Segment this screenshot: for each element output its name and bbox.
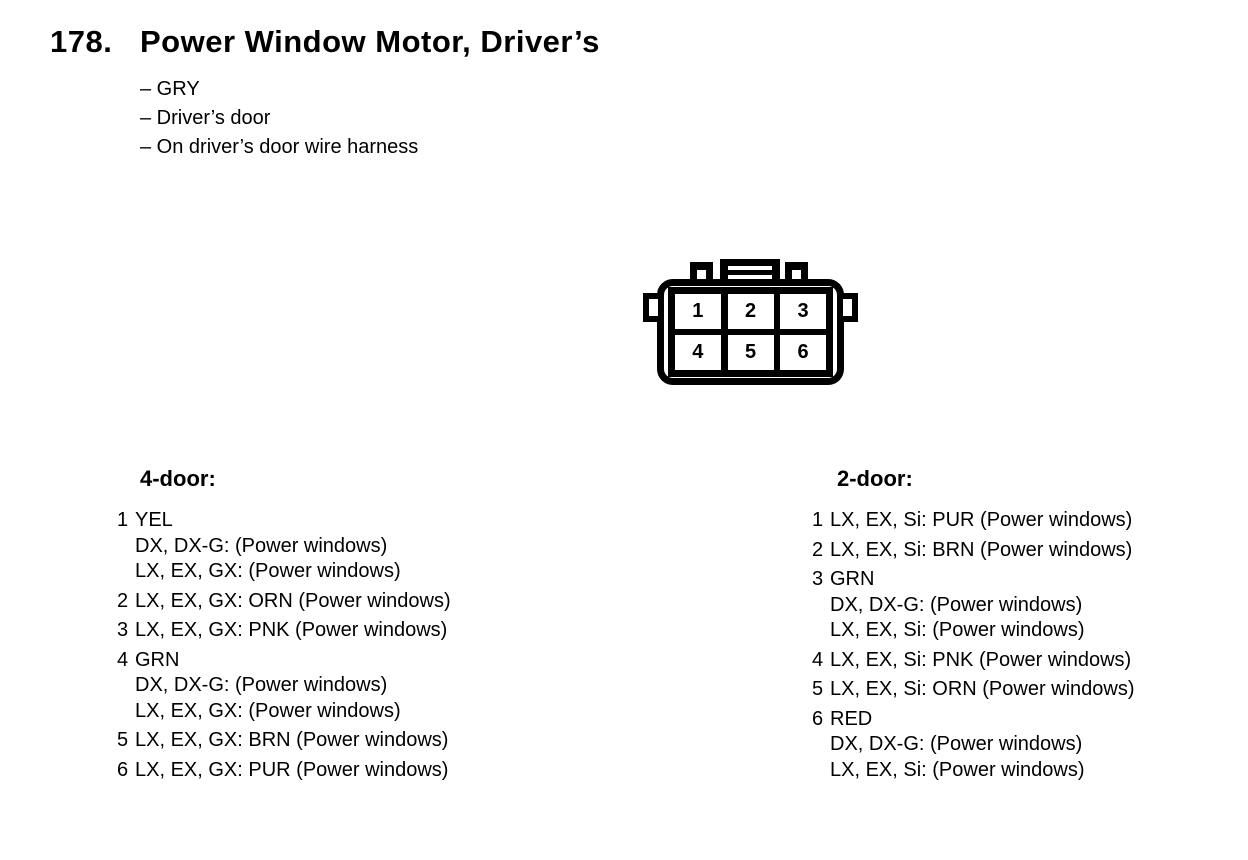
connector-wing-left — [643, 293, 658, 322]
pin-entry-line: LX, EX, Si: BRN (Power windows) — [830, 538, 1133, 561]
pin-entry-line: LX, EX, GX: BRN (Power windows) — [135, 729, 449, 751]
pin-entry-lines: LX, EX, GX: PUR (Power windows) — [135, 758, 448, 784]
pinout-list-4door: 1 YEL DX, DX-G: (Power windows) LX, EX, GX:… — [117, 508, 451, 783]
pin-entry: 2 LX, EX, Si: BRN (Power windows) — [812, 538, 1135, 564]
pin-entry: 6 RED DX, DX-G: (Power windows) LX, EX, Si:… — [812, 707, 1135, 784]
pin-cell-5: 5 — [727, 335, 774, 370]
pin-cell-2: 2 — [727, 294, 774, 329]
pin-number: 2 — [744, 300, 757, 322]
pin-entry-number: 5 — [117, 729, 129, 751]
pin-entry-number: 3 — [812, 568, 824, 590]
pin-entry-lines: LX, EX, Si: PUR (Power windows) — [830, 508, 1132, 534]
pin-entry-line: DX, DX-G: (Power windows) — [135, 534, 388, 557]
pin-entry-number: 6 — [117, 758, 129, 781]
connector-lug-left — [690, 262, 713, 281]
lug-notch — [697, 270, 706, 281]
pin-number: 1 — [692, 300, 704, 322]
pin-entry-line: LX, EX, Si: PUR (Power windows) — [830, 509, 1133, 531]
pin-entry-lines: GRN DX, DX-G: (Power windows) LX, EX, GX: … — [135, 648, 401, 725]
pin-number: 5 — [744, 341, 757, 363]
lug-notch — [792, 270, 801, 281]
pin-number: 4 — [692, 341, 704, 363]
pin-entry: 3 LX, EX, GX: PNK (Power windows) — [117, 618, 451, 644]
pin-cell-3: 3 — [780, 294, 826, 329]
connector-note-line: – GRY — [140, 78, 200, 100]
pin-number: 6 — [797, 341, 809, 363]
column-heading-4door: 4-door: — [140, 466, 216, 491]
pin-entry-lines: LX, EX, Si: ORN (Power windows) — [830, 677, 1135, 703]
connector-lug-right — [785, 262, 808, 281]
pin-entry-line: DX, DX-G: (Power windows) — [830, 593, 1083, 616]
connector-note-line: – Driver’s door — [140, 107, 271, 129]
pin-entry-line: GRN — [135, 648, 180, 671]
pin-entry: 5 LX, EX, GX: BRN (Power windows) — [117, 728, 451, 754]
pin-entry: 2 LX, EX, GX: ORN (Power windows) — [117, 589, 451, 615]
pin-cell-1: 1 — [675, 294, 721, 329]
pin-entry-lines: LX, EX, Si: PNK (Power windows) — [830, 648, 1131, 674]
pin-entry-line: LX, EX, GX: (Power windows) — [135, 699, 401, 722]
pin-entry-line: LX, EX, GX: PUR (Power windows) — [135, 758, 449, 781]
pin-entry: 1 YEL DX, DX-G: (Power windows) LX, EX, GX:… — [117, 508, 451, 585]
pin-entry-line: YEL — [135, 509, 173, 531]
pin-entry: 4 GRN DX, DX-G: (Power windows) LX, EX, GX:… — [117, 648, 451, 725]
pin-entry: 5 LX, EX, Si: ORN (Power windows) — [812, 677, 1135, 703]
page-title: Power Window Motor, Driver’s — [140, 24, 600, 59]
pin-entry-lines: LX, EX, GX: PNK (Power windows) — [135, 618, 447, 644]
pin-entry-lines: LX, EX, GX: BRN (Power windows) — [135, 728, 448, 754]
connector-pin-grid: 1 2 3 4 5 6 — [668, 287, 833, 377]
connector-wing-right — [843, 293, 858, 322]
pin-entry-line: RED — [830, 707, 873, 730]
pin-entry: 6 LX, EX, GX: PUR (Power windows) — [117, 758, 451, 784]
latch-slot — [728, 266, 772, 270]
pin-entry-number: 3 — [117, 619, 129, 641]
pin-entry-line: DX, DX-G: (Power windows) — [135, 674, 388, 696]
pin-entry-number: 4 — [117, 648, 129, 671]
pin-entry-lines: GRN DX, DX-G: (Power windows) LX, EX, Si: … — [830, 567, 1085, 644]
pin-entry: 1 LX, EX, Si: PUR (Power windows) — [812, 508, 1135, 534]
latch-slot — [728, 275, 772, 279]
pin-entry-number: 6 — [812, 707, 824, 730]
pin-entry-lines: RED DX, DX-G: (Power windows) LX, EX, Si: … — [830, 707, 1085, 784]
pin-entry-number: 4 — [812, 648, 824, 671]
pin-entry-lines: LX, EX, Si: BRN (Power windows) — [830, 538, 1132, 564]
pin-entry-lines: LX, EX, GX: ORN (Power windows) — [135, 589, 451, 615]
pin-entry-line: LX, EX, Si: PNK (Power windows) — [830, 648, 1132, 671]
pin-entry-line: LX, EX, Si: ORN (Power windows) — [830, 678, 1135, 700]
pin-entry-number: 1 — [117, 509, 129, 531]
pin-cell-6: 6 — [780, 335, 826, 370]
pin-entry-number: 1 — [812, 509, 824, 531]
item-number: 178. — [50, 24, 113, 59]
pin-number: 3 — [797, 300, 809, 322]
pin-entry-lines: YEL DX, DX-G: (Power windows) LX, EX, GX: … — [135, 508, 401, 585]
pin-cell-4: 4 — [675, 335, 721, 370]
connector-note-line: – On driver’s door wire harness — [140, 136, 419, 158]
pin-entry-line: DX, DX-G: (Power windows) — [830, 733, 1083, 755]
pin-entry: 3 GRN DX, DX-G: (Power windows) LX, EX, Si:… — [812, 567, 1135, 644]
pin-entry-line: LX, EX, Si: (Power windows) — [830, 619, 1085, 641]
pin-entry-line: LX, EX, GX: ORN (Power windows) — [135, 589, 451, 612]
pin-entry-number: 5 — [812, 678, 824, 700]
column-heading-2door: 2-door: — [837, 466, 913, 491]
connector-notes: – GRY – Driver’s door – On driver’s door w… — [140, 75, 418, 162]
pin-entry-line: GRN — [830, 568, 875, 590]
pin-entry-line: LX, EX, GX: (Power windows) — [135, 560, 401, 582]
pin-entry-line: LX, EX, GX: PNK (Power windows) — [135, 619, 448, 641]
pin-entry-line: LX, EX, Si: (Power windows) — [830, 758, 1085, 781]
pin-entry-number: 2 — [117, 589, 129, 612]
pin-entry: 4 LX, EX, Si: PNK (Power windows) — [812, 648, 1135, 674]
pin-entry-number: 2 — [812, 538, 824, 561]
